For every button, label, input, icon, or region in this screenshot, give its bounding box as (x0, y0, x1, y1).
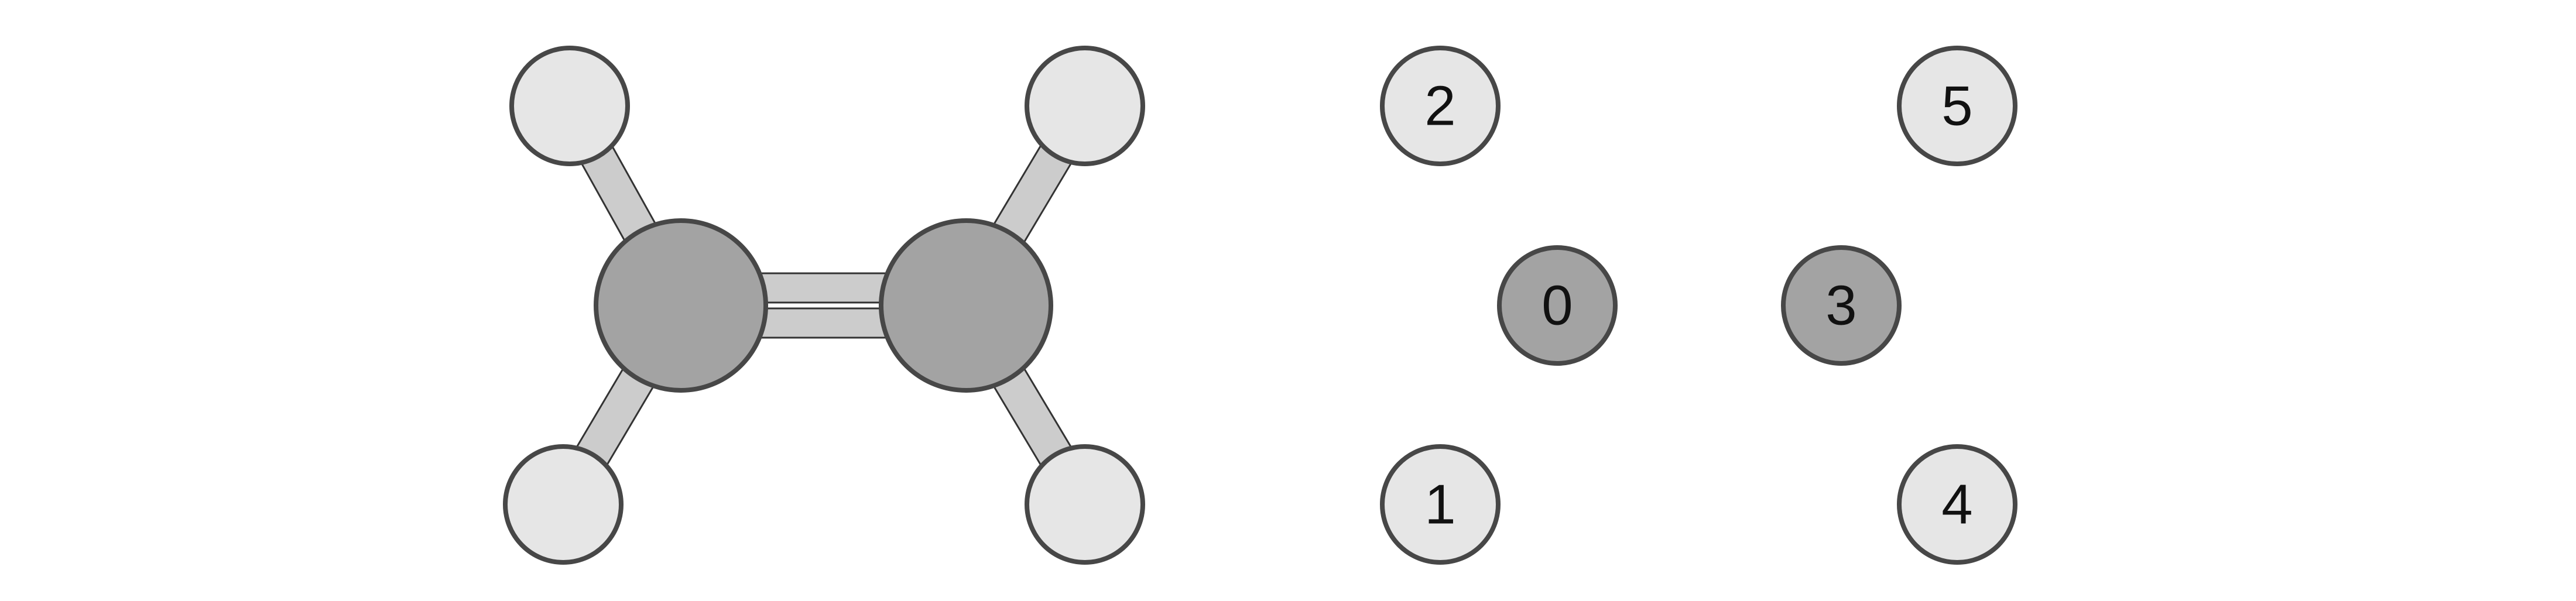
atom-index-label: 3 (1825, 274, 1856, 337)
hydrogen-atom (509, 46, 630, 166)
hydrogen-atom-node (1380, 444, 1501, 565)
hydrogen-atom (1025, 46, 1145, 166)
indexed-atom: 1 (1380, 444, 1501, 565)
atom-index-map: 0 1 2 3 4 5 (1380, 46, 2017, 565)
hydrogen-atom (1025, 444, 1145, 565)
carbon-atom-node (1781, 245, 1902, 366)
carbon-atom (594, 218, 768, 393)
indexed-atom: 4 (1897, 444, 2017, 565)
carbon-atom-node (1497, 245, 1618, 366)
indexed-atom: 3 (1781, 245, 1902, 366)
hydrogen-atom-node (1897, 46, 2017, 166)
atom-index-label: 2 (1424, 75, 1455, 138)
atom-index-label: 1 (1424, 473, 1455, 536)
carbon-atom (879, 218, 1053, 393)
indexed-atom: 5 (1897, 46, 2017, 166)
hydrogen-atom-node (1380, 46, 1501, 166)
hydrogen-atom (503, 444, 624, 565)
indexed-atom: 0 (1497, 245, 1618, 366)
indexed-atom: 2 (1380, 46, 1501, 166)
atom-index-label: 4 (1941, 473, 1972, 536)
ball-and-stick-model (503, 46, 1145, 565)
hydrogen-atom-node (1897, 444, 2017, 565)
atom-index-label: 0 (1542, 274, 1573, 337)
atom-index-label: 5 (1941, 75, 1972, 138)
